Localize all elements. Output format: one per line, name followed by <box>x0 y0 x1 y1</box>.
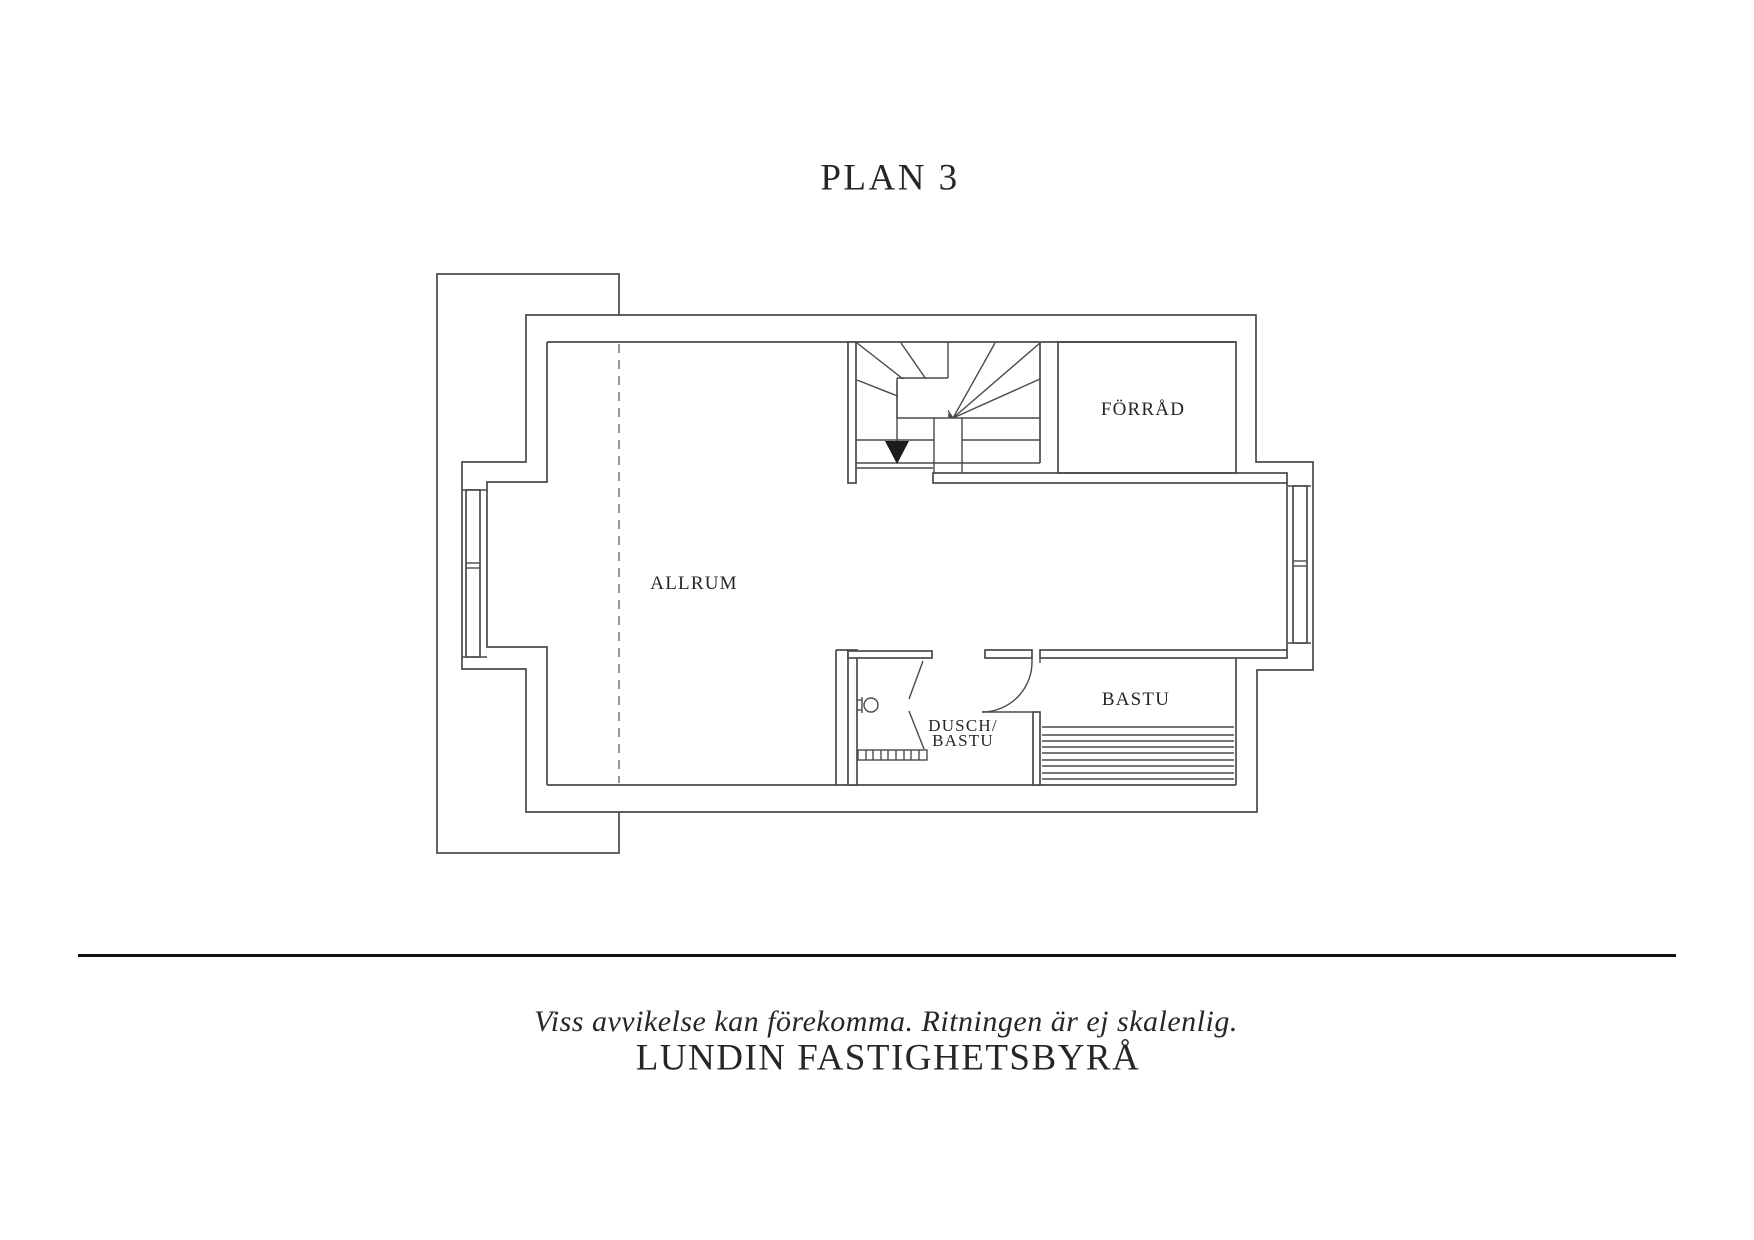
stair-down-arrow-icon <box>885 381 909 464</box>
building-outer-wall <box>461 314 1314 813</box>
interior-walls <box>486 341 1288 786</box>
shower-drain-grate <box>857 749 928 761</box>
sauna-bench-slats <box>1042 726 1234 780</box>
shower-enclosure <box>847 649 933 786</box>
right-window <box>1288 485 1311 644</box>
forrad-room-outline <box>1057 341 1237 474</box>
room-label-forrad: FÖRRÅD <box>1100 399 1186 420</box>
room-label-dusch-line1: DUSCH/ <box>928 716 998 735</box>
room-label-allrum: ALLRUM <box>650 573 738 594</box>
plan-title: PLAN 3 <box>820 157 960 199</box>
left-window <box>462 489 487 658</box>
room-label-bastu: BASTU <box>1101 689 1171 710</box>
footer-disclaimer: Viss avvikelse kan förekomma. Ritningen … <box>534 1005 1238 1038</box>
shower-head-icon <box>857 697 879 713</box>
footer-divider <box>78 954 1676 957</box>
sauna-door <box>981 649 1288 786</box>
room-label-dusch-bastu: DUSCH/ BASTU <box>903 716 1023 750</box>
footer-company-name: LUNDIN FASTIGHETSBYRÅ <box>635 1037 1141 1079</box>
room-label-dusch-line2: BASTU <box>932 731 994 750</box>
